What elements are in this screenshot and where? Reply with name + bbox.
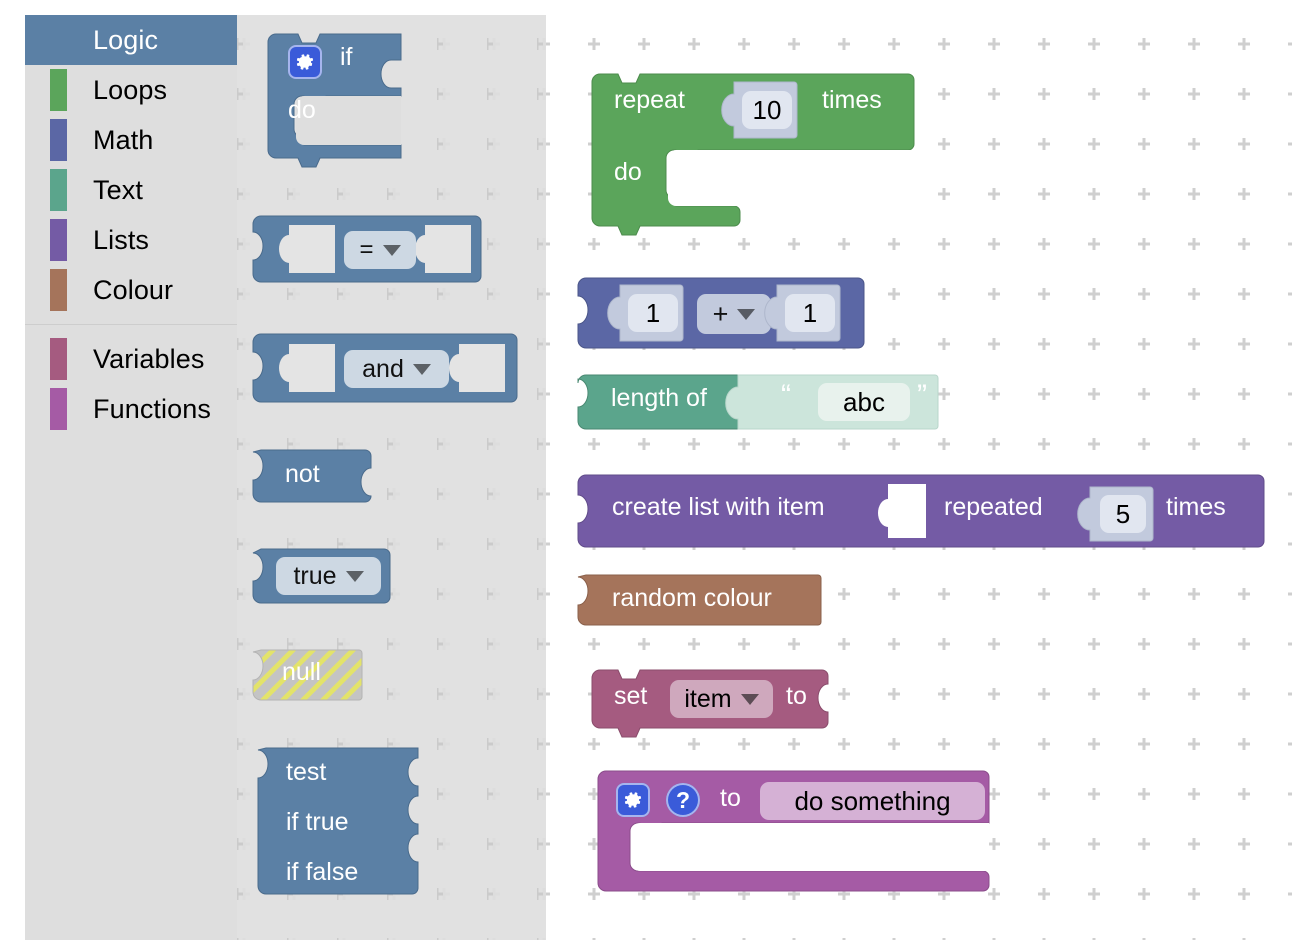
- flyout-block-logic-compare[interactable]: =: [252, 215, 488, 288]
- category-label: Math: [93, 124, 154, 155]
- variable-name-dropdown[interactable]: item: [670, 680, 773, 718]
- workspace-block-repeat[interactable]: repeat times do 10: [591, 73, 932, 236]
- number-value: 5: [1115, 498, 1131, 529]
- chevron-down-icon: [412, 363, 431, 375]
- workspace-block-math-arithmetic[interactable]: 1 + 1: [577, 277, 878, 354]
- number-value: 1: [802, 297, 818, 328]
- boolean-value: true: [293, 561, 337, 590]
- text-field[interactable]: abc: [818, 383, 910, 421]
- category-colour-swatch: [50, 119, 67, 161]
- procedure-name-field[interactable]: do something: [760, 782, 985, 820]
- number-value: 1: [645, 297, 661, 328]
- category-colour-swatch: [50, 388, 67, 430]
- toolbox-category-loops[interactable]: Loops: [25, 65, 237, 115]
- category-label: Colour: [93, 274, 174, 305]
- category-colour-swatch: [50, 69, 67, 111]
- chevron-down-icon: [382, 244, 401, 256]
- flyout-block-controls-if[interactable]: if do: [267, 33, 428, 168]
- number-field[interactable]: 5: [1100, 495, 1146, 533]
- chevron-down-icon: [737, 308, 756, 320]
- flyout-block-logic-negate[interactable]: not: [252, 449, 383, 508]
- category-label: Lists: [93, 224, 150, 255]
- flyout-block-logic-boolean[interactable]: true: [252, 548, 403, 609]
- workspace-block-colour-random[interactable]: random colour: [577, 574, 838, 633]
- number-field[interactable]: 1: [628, 294, 678, 332]
- toolbox-separator: [25, 315, 237, 334]
- shadow-block-number-right[interactable]: 1: [763, 284, 843, 345]
- gear-glyph: [296, 54, 314, 70]
- category-label: Variables: [93, 343, 205, 374]
- procedure-name: do something: [794, 785, 951, 816]
- toolbox-category-functions[interactable]: Functions: [25, 384, 237, 434]
- boolean-value-dropdown[interactable]: true: [276, 557, 381, 595]
- flyout-block-logic-null[interactable]: null: [252, 649, 373, 708]
- toolbox[interactable]: Logic Loops Math Text Lists Colour Varia…: [25, 15, 237, 940]
- toolbox-category-colour[interactable]: Colour: [25, 265, 237, 315]
- workspace-block-lists-repeat[interactable]: create list with item repeated times 5: [577, 474, 1278, 555]
- gear-icon[interactable]: [616, 783, 650, 817]
- category-label: Loops: [93, 74, 168, 105]
- workspace-block-procedure-definition[interactable]: ? to do something: [597, 770, 1018, 901]
- operator-value: and: [362, 354, 404, 383]
- logic-operator-dropdown[interactable]: and: [344, 350, 449, 388]
- number-field[interactable]: 10: [742, 91, 792, 129]
- category-colour-swatch: [50, 338, 67, 380]
- category-colour-swatch: [50, 219, 67, 261]
- toolbox-category-lists[interactable]: Lists: [25, 215, 237, 265]
- category-label: Functions: [93, 393, 211, 424]
- flyout-block-logic-operation[interactable]: and: [252, 333, 528, 408]
- category-label: Logic: [93, 24, 159, 55]
- gear-icon[interactable]: [288, 45, 322, 79]
- text-value: abc: [843, 386, 885, 417]
- number-value: 10: [752, 94, 782, 125]
- variable-name: item: [684, 684, 732, 713]
- operator-value: =: [359, 236, 374, 263]
- flyout-block-logic-ternary[interactable]: test if true if false: [257, 747, 438, 903]
- arithmetic-operator-dropdown[interactable]: +: [697, 294, 771, 334]
- number-field[interactable]: 1: [785, 294, 835, 332]
- workspace-block-variables-set[interactable]: set item to: [591, 669, 852, 740]
- toolbox-category-logic[interactable]: Logic: [25, 15, 237, 65]
- shadow-block-number-10[interactable]: 10: [720, 81, 800, 142]
- shadow-block-number-left[interactable]: 1: [606, 284, 686, 345]
- toolbox-category-variables[interactable]: Variables: [25, 334, 237, 384]
- chevron-down-icon: [740, 693, 759, 705]
- operator-value: +: [712, 298, 729, 329]
- gear-glyph: [624, 792, 642, 808]
- compare-operator-dropdown[interactable]: =: [344, 231, 416, 269]
- category-label: Text: [93, 174, 143, 205]
- category-colour-swatch: [50, 169, 67, 211]
- category-colour-swatch: [50, 269, 67, 311]
- toolbox-category-text[interactable]: Text: [25, 165, 237, 215]
- shadow-block-number-5[interactable]: 5: [1076, 486, 1156, 545]
- question-icon[interactable]: ?: [666, 783, 700, 817]
- chevron-down-icon: [345, 570, 364, 582]
- toolbox-category-math[interactable]: Math: [25, 115, 237, 165]
- workspace-block-text-length[interactable]: length of “ abc ”: [577, 374, 948, 437]
